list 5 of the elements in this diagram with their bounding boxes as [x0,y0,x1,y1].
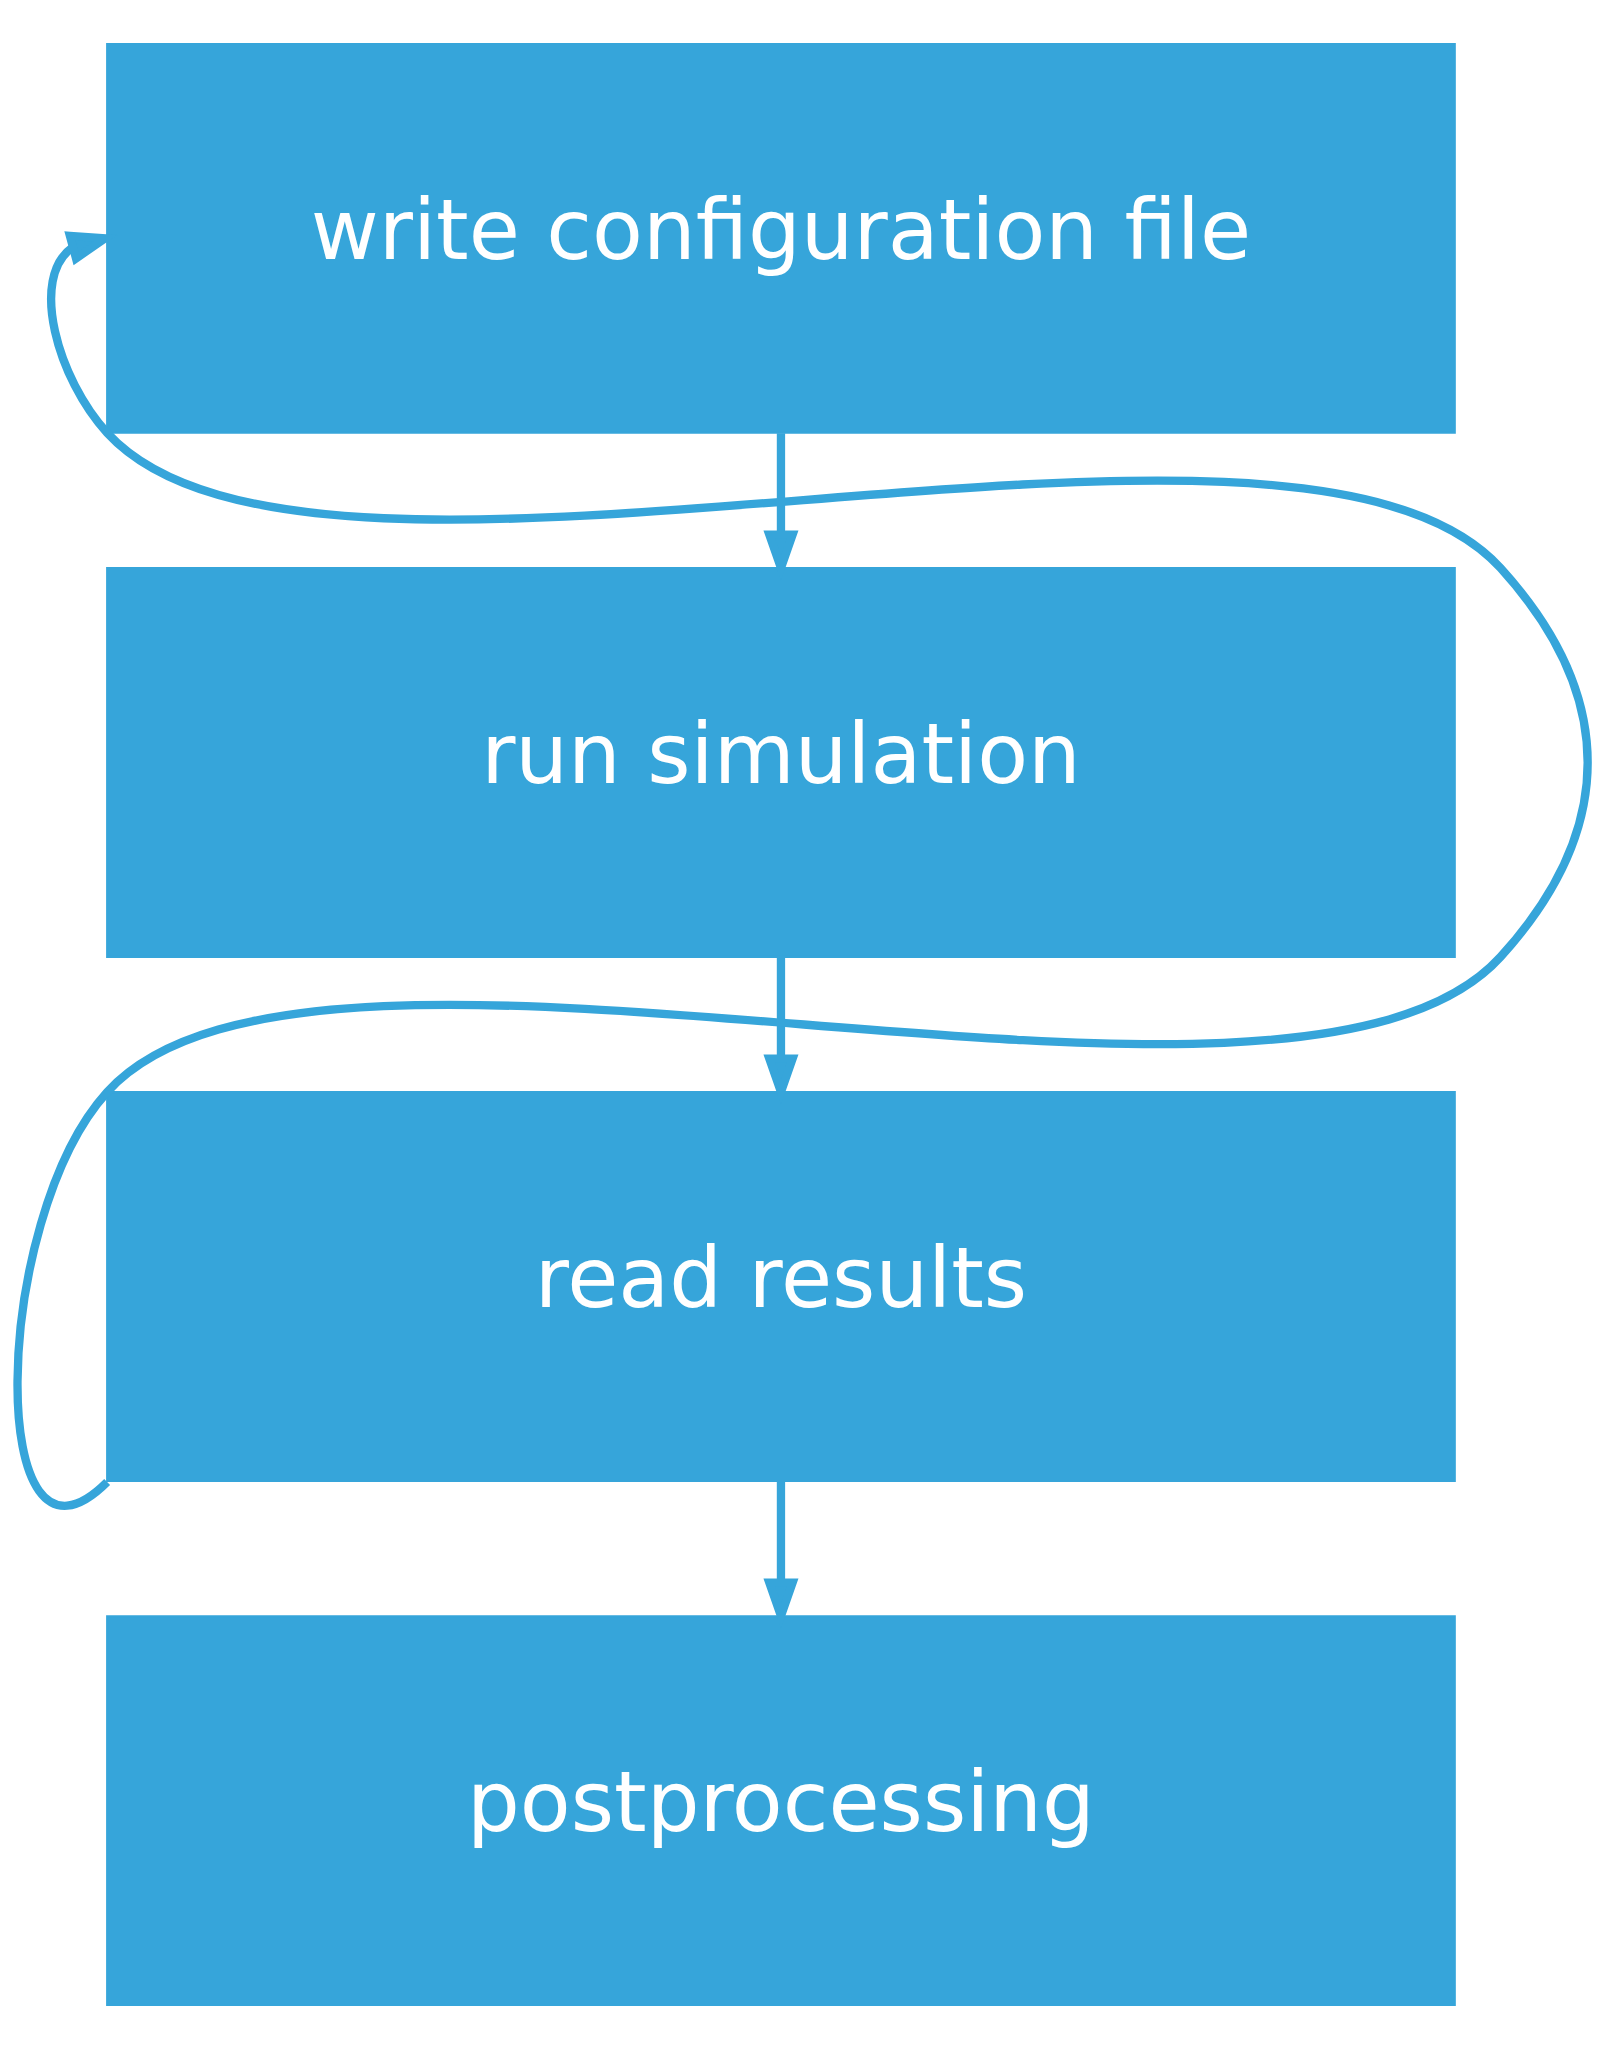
arrow [13,230,1592,1507]
node-box: read results [105,1090,1456,1482]
node-box: run simulation [105,566,1456,958]
node-box: write configuration file [105,42,1456,434]
node-box: postprocessing [105,1614,1456,2006]
